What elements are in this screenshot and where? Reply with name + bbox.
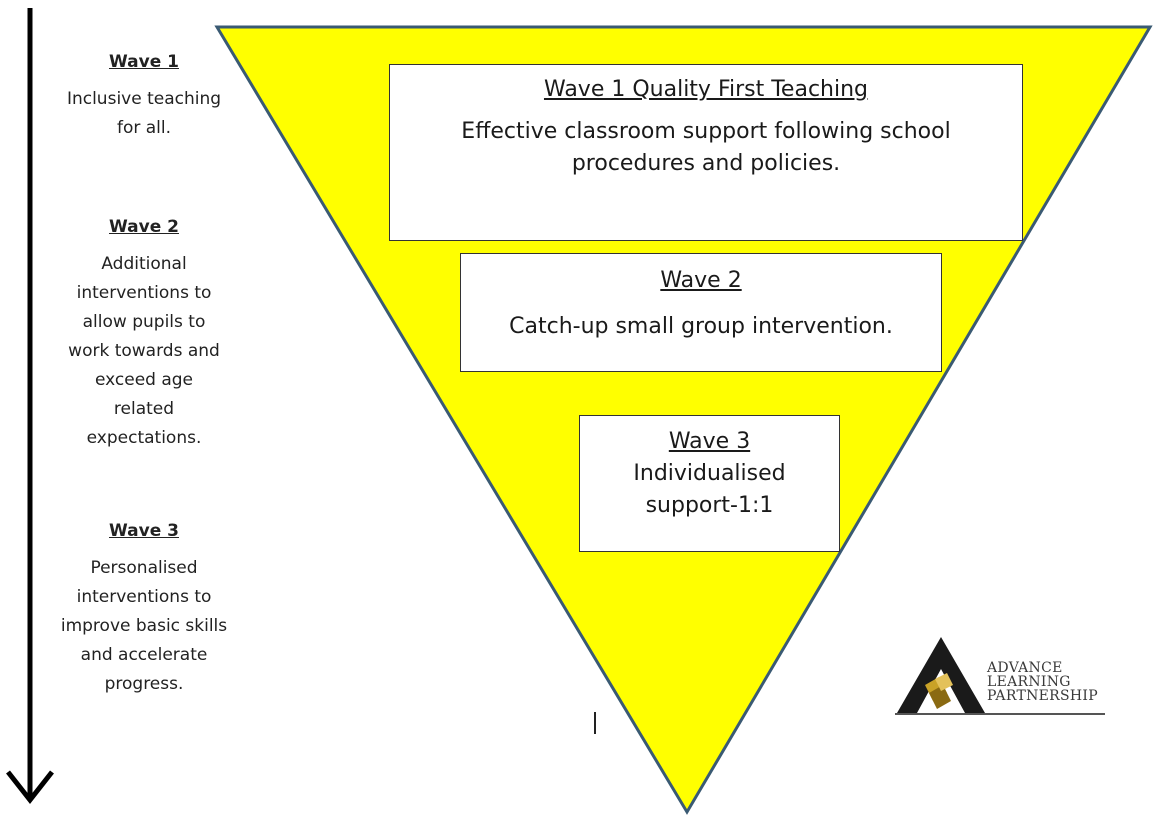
side-wave3-line: interventions to — [76, 587, 212, 607]
side-wave1-line: Inclusive teaching — [66, 89, 222, 109]
side-wave1-heading: Wave 1 — [109, 52, 179, 72]
wave1-box-desc-line: procedures and policies. — [571, 151, 841, 176]
wave2-box-title: Wave 2 — [660, 268, 742, 293]
logo-text-line: LEARNING — [987, 674, 1071, 690]
side-wave3-heading: Wave 3 — [109, 521, 179, 541]
side-wave2-line: exceed age — [94, 370, 194, 390]
wave2-box: Wave 2 Catch-up small group intervention… — [460, 253, 942, 372]
side-wave3: Wave 3 Personalised interventions to imp… — [44, 517, 244, 699]
wave1-box-desc-line: Effective classroom support following sc… — [461, 119, 951, 144]
mountain-a-logo-icon — [897, 637, 985, 713]
side-wave1: Wave 1 Inclusive teaching for all. — [44, 48, 244, 143]
text-cursor — [594, 712, 596, 734]
side-wave3-line: and accelerate — [80, 645, 208, 665]
side-wave1-line: for all. — [116, 118, 172, 138]
side-wave2: Wave 2 Additional interventions to allow… — [44, 213, 244, 453]
side-wave2-line: interventions to — [76, 283, 212, 303]
side-wave2-line: work towards and — [68, 341, 220, 361]
wave3-box-desc-line: support-1:1 — [645, 493, 774, 518]
advance-learning-partnership-logo: ADVANCE LEARNING PARTNERSHIP — [895, 635, 1115, 717]
side-wave2-line: Additional — [101, 254, 187, 274]
logo-text: ADVANCE LEARNING PARTNERSHIP — [987, 661, 1098, 703]
side-wave3-line: Personalised — [90, 558, 198, 578]
wave3-box-desc: Individualised support-1:1 — [580, 458, 839, 522]
wave1-box-desc: Effective classroom support following sc… — [390, 116, 1022, 180]
side-wave2-line: expectations. — [86, 428, 202, 448]
logo-underline — [895, 713, 1105, 715]
side-wave3-line: improve basic skills — [60, 616, 228, 636]
down-arrow-icon — [6, 8, 54, 805]
side-wave3-line: progress. — [104, 674, 184, 694]
wave3-box-desc-line: Individualised — [633, 461, 786, 486]
side-wave2-heading: Wave 2 — [109, 217, 179, 237]
logo-text-line: ADVANCE — [987, 660, 1063, 676]
wave3-box-title: Wave 3 — [668, 429, 751, 454]
side-wave2-line: allow pupils to — [82, 312, 206, 332]
wave1-box: Wave 1 Quality First Teaching Effective … — [389, 64, 1023, 241]
wave3-box: Wave 3 Individualised support-1:1 — [579, 415, 840, 552]
wave2-box-desc: Catch-up small group intervention. — [509, 314, 893, 339]
side-wave2-line: related — [113, 399, 175, 419]
wave1-box-title: Wave 1 Quality First Teaching — [543, 77, 869, 102]
logo-text-line: PARTNERSHIP — [987, 688, 1098, 704]
